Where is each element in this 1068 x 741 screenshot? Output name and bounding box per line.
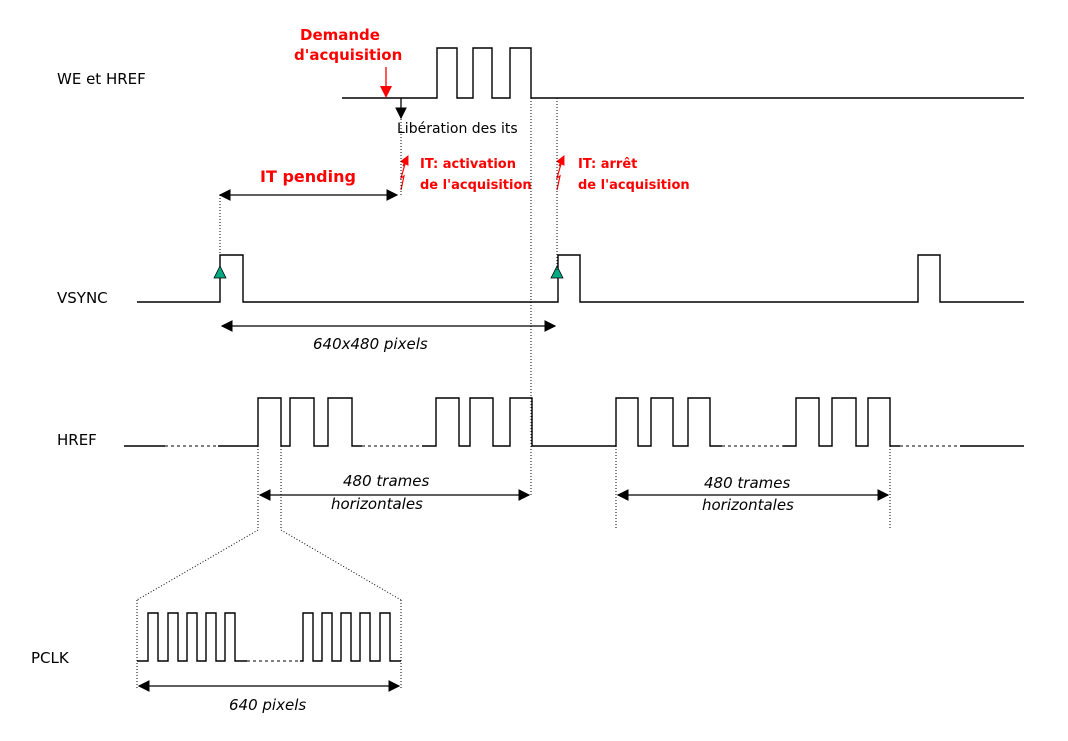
it-pending-label: IT pending (260, 167, 356, 186)
demande-label-line1: Demande (300, 26, 380, 44)
zoom-line-right (280, 529, 402, 601)
signal-label-href: HREF (57, 431, 97, 449)
zoom-line-left (136, 529, 259, 601)
it-activation-label-line2: de l'acquisition (420, 178, 532, 193)
signal-label-vsync: VSYNC (57, 289, 108, 307)
liberation-label: Libération des its (397, 121, 518, 137)
it-arret-label-line2: de l'acquisition (578, 178, 690, 193)
frame-measure-label: 640x480 pixels (313, 335, 428, 353)
demande-arrow-head (380, 86, 392, 98)
lines-measure-a-line2: horizontales (331, 495, 423, 513)
signal-label-we-href: WE et HREF (57, 70, 146, 88)
vsync-rising-edge-marker-1 (213, 265, 227, 279)
it-activation-label-line1: IT: activation (420, 157, 516, 172)
it-arret-lightning-icon (555, 155, 565, 191)
signal-label-pclk: PCLK (31, 649, 70, 667)
it-arret-label-line1: IT: arrêt (578, 157, 637, 172)
we-href-waveform (342, 47, 1024, 99)
lines-measure-a-line1: 480 trames (343, 472, 429, 490)
vsync-waveform (137, 254, 1024, 303)
demande-label-line2: d'acquisition (294, 46, 402, 64)
lines-measure-b-line1: 480 trames (704, 474, 790, 492)
href-waveform (124, 397, 1024, 447)
vsync-rising-edge-marker-2 (550, 265, 564, 279)
it-activation-lightning-icon (399, 155, 409, 191)
pixels-measure-label: 640 pixels (229, 696, 306, 714)
pclk-waveform (137, 612, 401, 662)
lines-measure-b-line2: horizontales (702, 496, 794, 514)
